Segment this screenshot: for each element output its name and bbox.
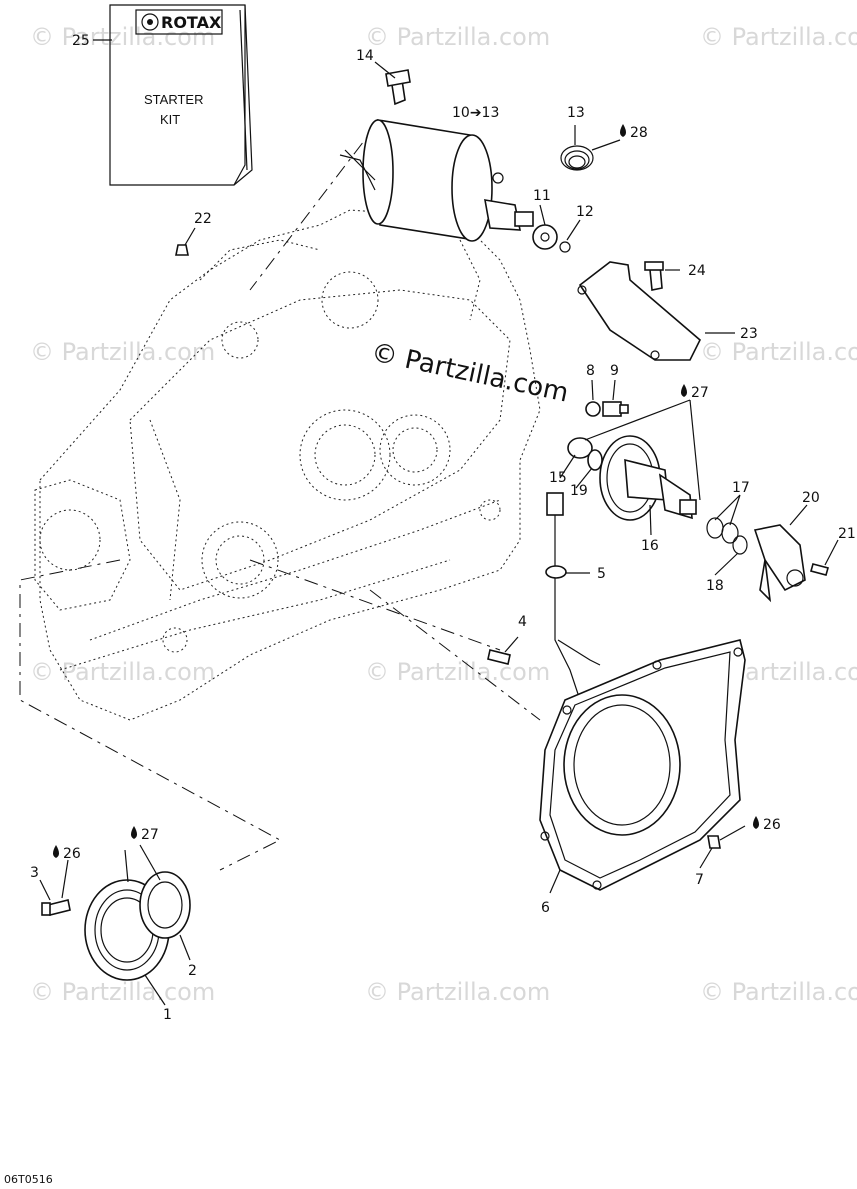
callout-22: 22 — [194, 211, 212, 227]
drop-icon — [53, 845, 59, 858]
callout-9: 9 — [610, 363, 619, 379]
callout-12: 12 — [576, 204, 594, 220]
callout-5: 5 — [597, 566, 606, 582]
callout-16: 16 — [641, 538, 659, 554]
callout-14: 14 — [356, 48, 374, 64]
callout-2: 2 — [188, 963, 197, 979]
watermark: © Partzilla.com — [30, 978, 215, 1006]
callout-4: 4 — [518, 614, 527, 630]
callout-20: 20 — [802, 490, 820, 506]
drop-icon — [753, 816, 759, 829]
watermark: © Partzilla.com — [30, 338, 215, 366]
lubricant-label-27: 27 — [141, 827, 159, 843]
starter-kit-booklet: ROTAX STARTER KIT — [109, 4, 253, 186]
kit-title-line2: KIT — [160, 112, 180, 127]
washer-8 — [585, 401, 601, 417]
callout-13: 13 — [567, 105, 585, 121]
watermark: © Partzilla.com — [30, 658, 215, 686]
lubricant-label-28: 28 — [630, 125, 648, 141]
ring-12 — [559, 241, 571, 253]
screw-7 — [707, 835, 721, 849]
spring-13 — [560, 145, 594, 171]
callout-19: 19 — [570, 483, 588, 499]
watermark: © Partzilla.com — [365, 978, 550, 1006]
callout-23: 23 — [740, 326, 758, 342]
watermark: © Partzilla.com — [365, 23, 550, 51]
callout-21: 21 — [838, 526, 856, 542]
watermark-layer: © Partzilla.com © Partzilla.com © Partzi… — [30, 23, 857, 1006]
guard-23 — [577, 261, 701, 361]
wire-harness-5 — [545, 492, 601, 701]
bolt-21 — [810, 563, 829, 576]
callout-11: 11 — [533, 188, 551, 204]
washer-17 — [721, 522, 739, 544]
callout-1: 1 — [163, 1007, 172, 1023]
ring-19 — [587, 449, 603, 471]
washer-18 — [732, 535, 748, 555]
drop-icon — [681, 384, 687, 397]
engine-crankcase — [34, 209, 541, 721]
callout-3: 3 — [30, 865, 39, 881]
watermark: © Partzilla.com — [700, 978, 857, 1006]
callout-10-13: 10➔13 — [452, 105, 499, 121]
bolt-24 — [644, 261, 664, 291]
lubricant-label-27: 27 — [691, 385, 709, 401]
callout-25: 25 — [72, 33, 90, 49]
callout-15: 15 — [549, 470, 567, 486]
drop-icon — [131, 826, 137, 839]
drop-icon — [620, 124, 626, 137]
pin-22 — [175, 244, 189, 256]
support-20 — [753, 524, 806, 603]
callout-17: 17 — [732, 480, 750, 496]
rotax-logo-icon — [141, 13, 159, 31]
kit-title-line1: STARTER — [144, 92, 203, 107]
lubricant-label-26: 26 — [763, 817, 781, 833]
watermark: © Partzilla.com — [700, 23, 857, 51]
diagram-code: 06T0516 — [4, 1173, 53, 1186]
lubricant-icons — [53, 124, 759, 858]
watermark: © Partzilla.com — [700, 338, 857, 366]
center-watermark: © Partzilla.com — [369, 338, 571, 409]
callout-labels: 25 14 10➔13 13 11 12 22 24 23 8 9 15 19 … — [30, 33, 856, 1023]
washer-17 — [706, 517, 724, 539]
callout-18: 18 — [706, 578, 724, 594]
seal-2 — [139, 871, 191, 939]
cover-6 — [539, 639, 746, 891]
callout-7: 7 — [695, 872, 704, 888]
leader-lines — [39, 39, 839, 1006]
lubricant-label-26: 26 — [63, 846, 81, 862]
bolt-9 — [602, 401, 629, 417]
callout-24: 24 — [688, 263, 706, 279]
alignment-lines — [19, 119, 541, 871]
watermark: © Partzilla.com — [365, 658, 550, 686]
kit-brand: ROTAX — [161, 13, 222, 32]
pin-4 — [487, 649, 511, 665]
callout-8: 8 — [586, 363, 595, 379]
starter-motor — [339, 119, 534, 242]
bearing-15 — [567, 437, 593, 459]
gear-16 — [599, 435, 697, 521]
bolt-3 — [41, 899, 71, 916]
pinion-gear-11 — [532, 224, 558, 250]
bolt-14 — [385, 69, 411, 106]
watermark: © Partzilla.com — [30, 23, 215, 51]
callout-6: 6 — [541, 900, 550, 916]
